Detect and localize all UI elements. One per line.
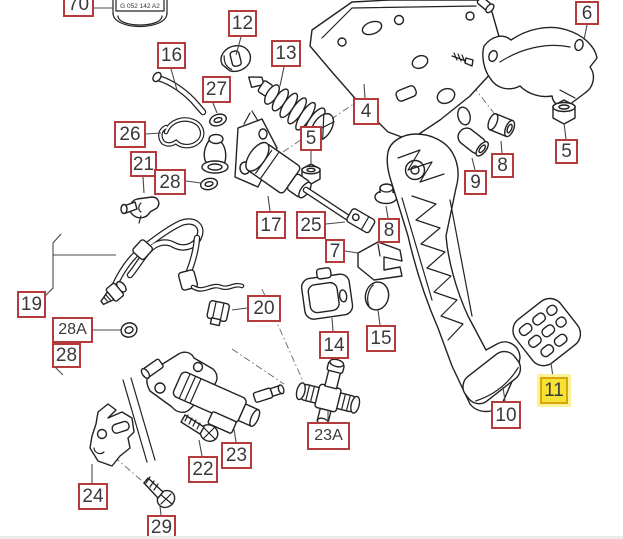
o-ring-28a	[119, 321, 139, 339]
part-label-17[interactable]: 17	[256, 211, 286, 239]
cap-15	[363, 280, 391, 312]
part-label-10[interactable]: 10	[491, 401, 521, 429]
banjo-fitting	[97, 278, 129, 309]
part-label-22[interactable]: 22	[188, 456, 218, 483]
support-bracket-6	[483, 27, 597, 106]
part-label-70[interactable]: 70	[63, 0, 94, 17]
grommet-12	[218, 43, 253, 75]
slave-cylinder-23	[140, 352, 285, 441]
bottle-text: G 052 142 A2	[120, 3, 160, 10]
seal-ring-28	[200, 177, 219, 191]
part-label-6[interactable]: 6	[575, 1, 599, 25]
t-fitting-23a	[290, 352, 368, 432]
part-label-16[interactable]: 16	[157, 42, 186, 69]
part-label-12[interactable]: 12	[228, 10, 257, 37]
part-label-5-mid[interactable]: 5	[300, 126, 322, 151]
part-label-20[interactable]: 20	[247, 295, 281, 322]
part-label-26[interactable]: 26	[114, 121, 146, 148]
part-label-15[interactable]: 15	[366, 325, 396, 352]
part-label-19[interactable]: 19	[17, 291, 46, 318]
part-label-29[interactable]: 29	[147, 515, 176, 539]
pedal-bracket-assembly	[310, 0, 500, 140]
boot-13	[239, 65, 339, 146]
part-label-4[interactable]: 4	[353, 98, 379, 125]
hose-assembly-19	[97, 221, 242, 308]
clip-26	[160, 119, 202, 146]
bolt-22	[181, 415, 221, 444]
leader-lines	[45, 8, 587, 515]
part-label-14[interactable]: 14	[319, 331, 349, 359]
part-label-23A[interactable]: 23A	[307, 422, 350, 450]
bolt-29	[144, 477, 178, 511]
bracket-7	[358, 242, 402, 280]
clutch-pedal-10	[387, 134, 525, 412]
seal-ring-27	[208, 112, 228, 128]
master-cylinder-17	[202, 111, 350, 219]
hose-16	[151, 71, 203, 112]
part-label-27[interactable]: 27	[202, 76, 231, 103]
part-label-5-right[interactable]: 5	[555, 139, 578, 164]
part-label-21[interactable]: 21	[130, 151, 157, 177]
part-label-25[interactable]: 25	[296, 211, 326, 239]
part-label-8-mid[interactable]: 8	[378, 218, 400, 243]
part-label-28A[interactable]: 28A	[52, 317, 93, 343]
bushing-8-right	[486, 112, 516, 138]
part-label-28-upper[interactable]: 28	[154, 169, 186, 195]
bracket-14	[299, 265, 353, 320]
part-label-13[interactable]: 13	[271, 40, 301, 67]
part-label-7[interactable]: 7	[325, 239, 345, 263]
part-label-9[interactable]: 9	[464, 170, 487, 195]
part-label-8-right[interactable]: 8	[491, 153, 514, 178]
pivot-pin-9	[455, 125, 491, 158]
pushrod-clevis-25	[346, 208, 376, 234]
part-label-24[interactable]: 24	[78, 483, 108, 510]
fluid-bottle: G 052 142 A2	[113, 0, 167, 27]
part-label-11[interactable]: 11	[540, 377, 568, 404]
pedal-pad-11	[507, 293, 586, 371]
bottom-strip	[0, 536, 623, 539]
nut-5-right	[553, 100, 575, 124]
clip-21	[121, 197, 159, 223]
clip-20	[206, 300, 230, 327]
part-label-23[interactable]: 23	[221, 442, 252, 469]
part-label-28-lower[interactable]: 28	[52, 343, 81, 368]
bracket-24	[90, 378, 155, 466]
